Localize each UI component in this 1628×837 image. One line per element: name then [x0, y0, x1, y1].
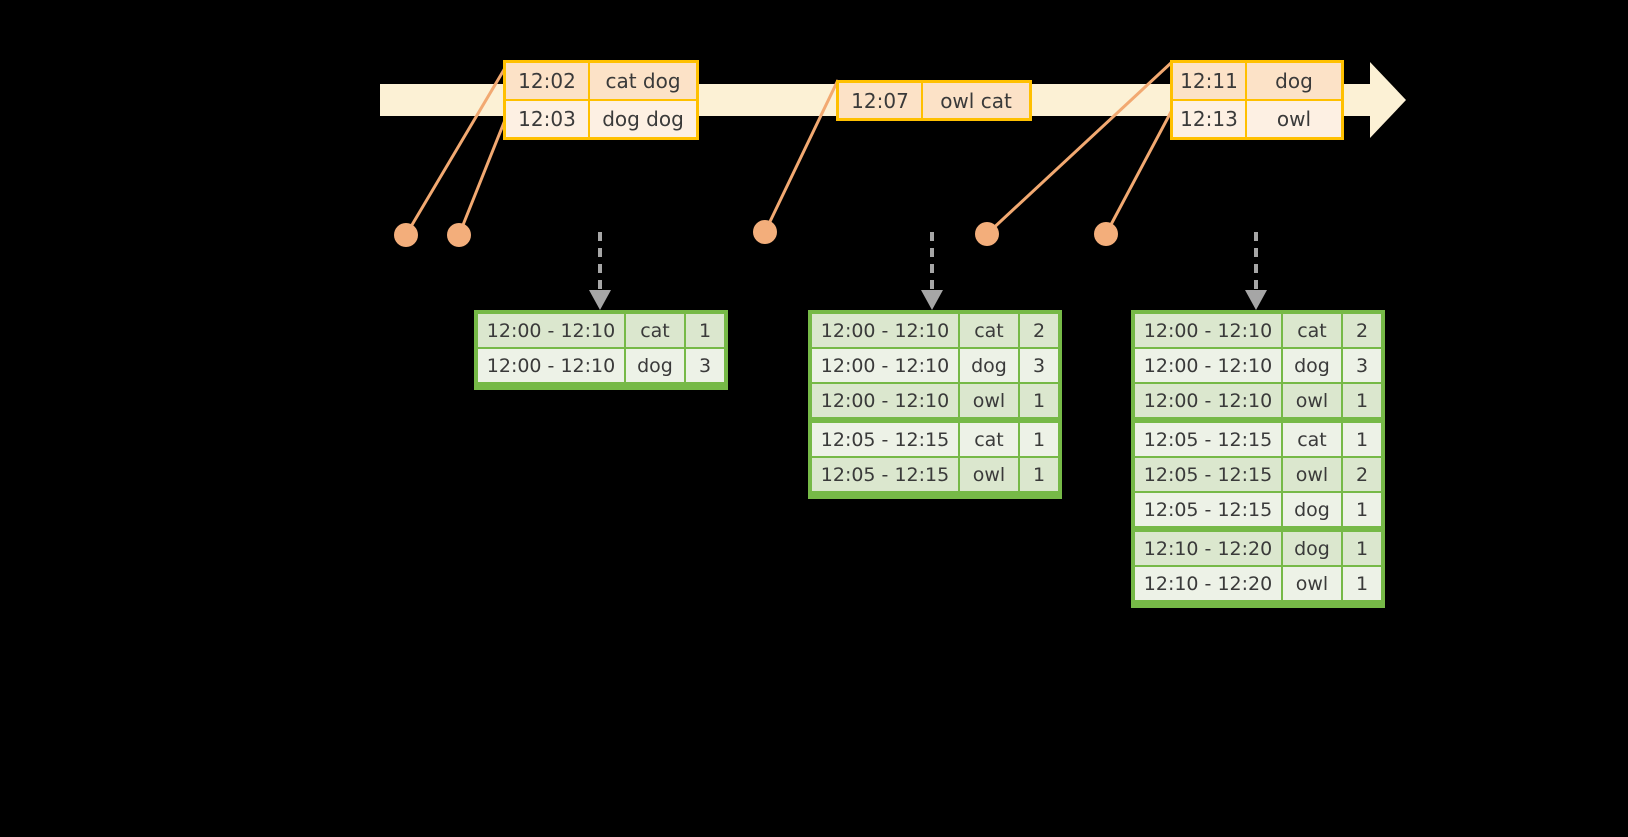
result-window-cell: 12:10 - 12:20: [1133, 530, 1283, 567]
result-count-cell: 2: [1341, 456, 1383, 493]
result-window-cell: 12:00 - 12:10: [1133, 347, 1283, 384]
result-window-cell: 12:05 - 12:15: [1133, 421, 1283, 458]
result-window-cell: 12:00 - 12:10: [810, 382, 960, 419]
result-key-cell: owl: [1281, 382, 1343, 419]
result-count-cell: 1: [1341, 491, 1383, 528]
event-dot-3: [753, 220, 777, 244]
result-window-cell: 12:05 - 12:15: [1133, 491, 1283, 528]
result-count-cell: 1: [1018, 382, 1060, 419]
connector-5: [1104, 109, 1174, 235]
result-window-cell: 12:00 - 12:10: [1133, 312, 1283, 349]
event-row: 12:07 owl cat: [839, 83, 1029, 118]
result-key-cell: owl: [958, 382, 1020, 419]
result-window-cell: 12:00 - 12:10: [476, 347, 626, 384]
result-count-cell: 2: [1341, 312, 1383, 349]
event-time: 12:07: [839, 83, 923, 118]
result-key-cell: dog: [1281, 347, 1343, 384]
event-row: 12:03 dog dog: [506, 99, 696, 137]
result-count-cell: 2: [1018, 312, 1060, 349]
result-window-cell: 12:05 - 12:15: [810, 421, 960, 458]
result-count-cell: 1: [1018, 421, 1060, 458]
result-count-cell: 3: [1341, 347, 1383, 384]
result-key-cell: owl: [958, 456, 1020, 493]
result-key-cell: owl: [1281, 456, 1343, 493]
event-dot-1: [394, 223, 418, 247]
event-time: 12:02: [506, 63, 590, 99]
down-arrow-right: [1245, 232, 1267, 310]
event-row: 12:11 dog: [1173, 63, 1341, 99]
event-box-left[interactable]: 12:02 cat dog 12:03 dog dog: [503, 60, 699, 140]
result-key-cell: dog: [624, 347, 686, 384]
event-dot-5: [1094, 222, 1118, 246]
event-value: dog: [1247, 63, 1341, 99]
down-arrow-left: [589, 232, 611, 310]
result-key-cell: cat: [624, 312, 686, 349]
result-key-cell: dog: [1281, 491, 1343, 528]
result-count-cell: 1: [684, 312, 726, 349]
event-value: owl: [1247, 101, 1341, 137]
event-time: 12:03: [506, 101, 590, 137]
result-key-cell: dog: [958, 347, 1020, 384]
event-row: 12:13 owl: [1173, 99, 1341, 137]
result-window-cell: 12:10 - 12:20: [1133, 565, 1283, 602]
connector-2: [457, 119, 507, 236]
result-count-cell: 1: [1341, 382, 1383, 419]
event-box-right[interactable]: 12:11 dog 12:13 owl: [1170, 60, 1344, 140]
result-key-cell: cat: [958, 312, 1020, 349]
result-window-cell: 12:05 - 12:15: [1133, 456, 1283, 493]
result-count-cell: 1: [1341, 565, 1383, 602]
down-arrow-middle: [921, 232, 943, 310]
result-count-cell: 1: [1341, 530, 1383, 567]
result-key-cell: cat: [1281, 312, 1343, 349]
event-dot-4: [975, 222, 999, 246]
result-count-cell: 3: [1018, 347, 1060, 384]
result-key-cell: cat: [1281, 421, 1343, 458]
connector-3: [763, 79, 840, 233]
event-value: dog dog: [590, 101, 696, 137]
connector-1: [404, 67, 507, 236]
result-window-cell: 12:00 - 12:10: [1133, 382, 1283, 419]
result-window-cell: 12:00 - 12:10: [810, 312, 960, 349]
result-count-cell: 3: [684, 347, 726, 384]
event-value: owl cat: [923, 83, 1029, 118]
result-key-cell: dog: [1281, 530, 1343, 567]
result-window-cell: 12:00 - 12:10: [476, 312, 626, 349]
event-dot-2: [447, 223, 471, 247]
result-count-cell: 1: [1018, 456, 1060, 493]
result-count-cell: 1: [1341, 421, 1383, 458]
event-box-middle[interactable]: 12:07 owl cat: [836, 80, 1032, 121]
event-row: 12:02 cat dog: [506, 63, 696, 99]
result-key-cell: owl: [1281, 565, 1343, 602]
event-time: 12:13: [1173, 101, 1247, 137]
result-key-cell: cat: [958, 421, 1020, 458]
event-time: 12:11: [1173, 63, 1247, 99]
result-window-cell: 12:05 - 12:15: [810, 456, 960, 493]
event-value: cat dog: [590, 63, 696, 99]
result-window-cell: 12:00 - 12:10: [810, 347, 960, 384]
